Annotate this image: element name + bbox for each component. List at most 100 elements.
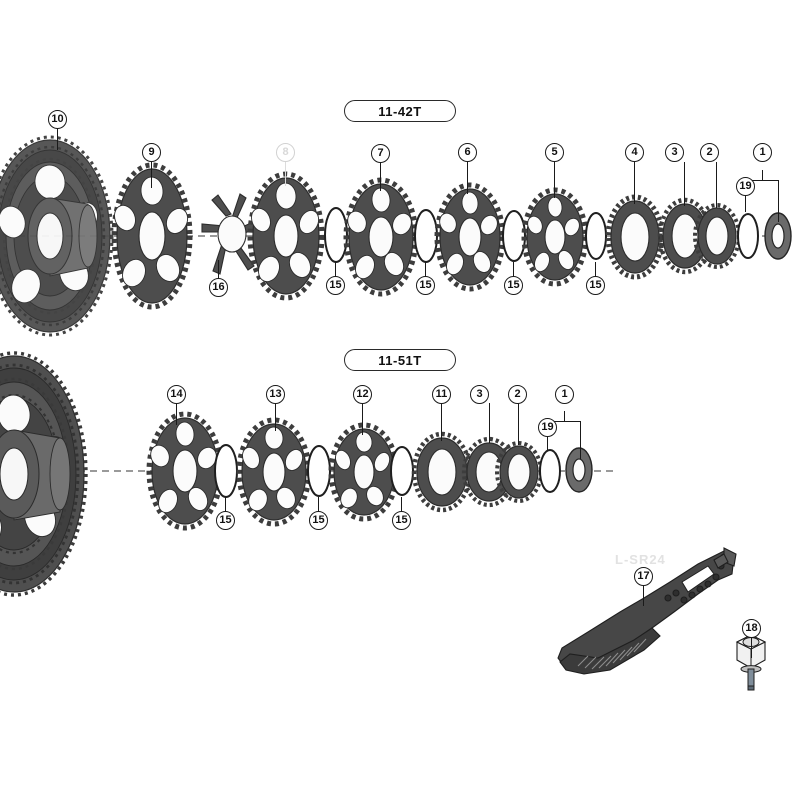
tool-watermark-text: L-SR24 xyxy=(615,552,666,567)
row1-leader-5 xyxy=(554,162,556,198)
row1-callout-16[interactable]: 16 xyxy=(209,278,228,297)
row1-sprocket-5[interactable] xyxy=(521,187,589,287)
row2-cassette-assembly[interactable] xyxy=(0,351,142,602)
row2-callout-15c[interactable]: 15 xyxy=(392,511,411,530)
row1-callout-6[interactable]: 6 xyxy=(458,143,477,162)
row1-callout-10-text: 10 xyxy=(51,113,64,125)
row2-leader-19 xyxy=(547,436,549,450)
row1-leader-15c xyxy=(513,262,515,282)
row2-callout-15c-text: 15 xyxy=(395,514,408,526)
row2-spacer-15c[interactable] xyxy=(388,444,416,498)
row1-callout-19[interactable]: 19 xyxy=(736,177,755,196)
row1-callout-2[interactable]: 2 xyxy=(700,143,719,162)
row1-callout-5[interactable]: 5 xyxy=(545,143,564,162)
row2-sprocket-11[interactable] xyxy=(411,431,473,513)
row1-lockring-1[interactable] xyxy=(763,212,793,260)
tool-callout-18[interactable]: 18 xyxy=(742,619,761,638)
row2-spacer-15a[interactable] xyxy=(212,442,240,500)
row2-callout-12[interactable]: 12 xyxy=(353,385,372,404)
row1-ring-19[interactable] xyxy=(735,211,761,261)
row2-callout-1[interactable]: 1 xyxy=(555,385,574,404)
tool-callout-18-text: 18 xyxy=(745,622,758,634)
row1-callout-19-text: 19 xyxy=(739,180,752,192)
row2-callout-1-text: 1 xyxy=(561,388,568,400)
row2-leader-11 xyxy=(441,403,443,441)
row1-callout-9-text: 9 xyxy=(148,146,155,158)
row2-callout-13[interactable]: 13 xyxy=(266,385,285,404)
row1-spider-carrier-16[interactable] xyxy=(200,188,264,284)
row1-callout-8[interactable]: 8 xyxy=(276,143,295,162)
row2-spec-label: 11-51T xyxy=(344,349,456,371)
row2-callout-2-text: 2 xyxy=(514,388,521,400)
row1-callout-1[interactable]: 1 xyxy=(753,143,772,162)
row1-callout-15c[interactable]: 15 xyxy=(504,276,523,295)
row1-sprocket-4[interactable] xyxy=(605,194,665,280)
row1-leader-4 xyxy=(634,162,636,204)
row2-leader-3 xyxy=(489,403,491,443)
row1-callout-8-text: 8 xyxy=(282,146,289,158)
row1-callout-10[interactable]: 10 xyxy=(48,110,67,129)
row1-cassette-assembly-10[interactable] xyxy=(0,126,178,346)
row1-sprocket-6[interactable] xyxy=(434,182,506,292)
row1-callout-3[interactable]: 3 xyxy=(665,143,684,162)
tool-leader-17 xyxy=(643,584,645,606)
row2-callout-12-text: 12 xyxy=(356,388,369,400)
row2-callout-14[interactable]: 14 xyxy=(167,385,186,404)
row1-callout-15d-text: 15 xyxy=(589,279,602,291)
row2-ring-19[interactable] xyxy=(537,447,563,495)
row1-leader-3 xyxy=(684,162,686,206)
row2-spacer-15b[interactable] xyxy=(305,443,333,499)
tool-callout-17[interactable]: 17 xyxy=(634,567,653,586)
row1-callout-15b[interactable]: 15 xyxy=(416,276,435,295)
row2-leader-15b xyxy=(318,497,320,515)
row2-callout-11[interactable]: 11 xyxy=(432,385,451,404)
row1-sprocket-8[interactable] xyxy=(247,171,325,301)
row1-leader-10 xyxy=(57,126,59,150)
row1-spec-label-text: 11-42T xyxy=(378,103,422,119)
row1-callout-4-text: 4 xyxy=(631,146,638,158)
row1-leader-15d xyxy=(595,262,597,282)
row2-callout-2[interactable]: 2 xyxy=(508,385,527,404)
row2-leader-14 xyxy=(176,403,178,425)
row2-sprocket-2[interactable] xyxy=(495,441,543,503)
row1-callout-3-text: 3 xyxy=(671,146,678,158)
row1-callout-15d[interactable]: 15 xyxy=(586,276,605,295)
row1-sprocket-7[interactable] xyxy=(343,177,419,297)
row2-leader-13 xyxy=(275,403,277,431)
row1-callout-15a-text: 15 xyxy=(329,279,342,291)
row1-leader-19 xyxy=(745,196,747,212)
row1-callout-9[interactable]: 9 xyxy=(142,143,161,162)
row1-sprocket-2[interactable] xyxy=(693,203,741,269)
row1-callout-7[interactable]: 7 xyxy=(371,144,390,163)
row1-callout-15a[interactable]: 15 xyxy=(326,276,345,295)
row2-callout-15b-text: 15 xyxy=(312,514,325,526)
row1-callout-16-text: 16 xyxy=(212,281,225,293)
row2-callout-3[interactable]: 3 xyxy=(470,385,489,404)
row1-spec-label: 11-42T xyxy=(344,100,456,122)
row2-spec-label-text: 11-51T xyxy=(378,352,422,368)
row1-sprocket-9[interactable] xyxy=(111,162,193,310)
row2-callout-14-text: 14 xyxy=(170,388,183,400)
row2-callout-15b[interactable]: 15 xyxy=(309,511,328,530)
chain-whip-tool-17[interactable] xyxy=(548,540,738,680)
tool-callout-17-text: 17 xyxy=(637,570,650,582)
row1-spacer-15c[interactable] xyxy=(500,208,528,264)
row2-sprocket-13[interactable] xyxy=(236,417,312,527)
row2-callout-15a[interactable]: 15 xyxy=(216,511,235,530)
row2-callout-11-text: 11 xyxy=(435,388,448,400)
row2-leader-2 xyxy=(518,403,520,445)
row1-leader-15a xyxy=(335,262,337,282)
row1-spacer-15d[interactable] xyxy=(583,210,609,262)
row1-leader-6 xyxy=(467,162,469,194)
row2-callout-19-text: 19 xyxy=(541,421,554,433)
row2-lockring-1[interactable] xyxy=(564,447,594,493)
row2-callout-13-text: 13 xyxy=(269,388,282,400)
row2-leader-15c xyxy=(401,497,403,515)
row1-callout-1-text: 1 xyxy=(759,146,766,158)
row2-callout-3-text: 3 xyxy=(476,388,483,400)
row1-leader-16 xyxy=(218,260,220,285)
row2-sprocket-14[interactable] xyxy=(146,411,224,531)
row2-callout-19[interactable]: 19 xyxy=(538,418,557,437)
row1-callout-4[interactable]: 4 xyxy=(625,143,644,162)
